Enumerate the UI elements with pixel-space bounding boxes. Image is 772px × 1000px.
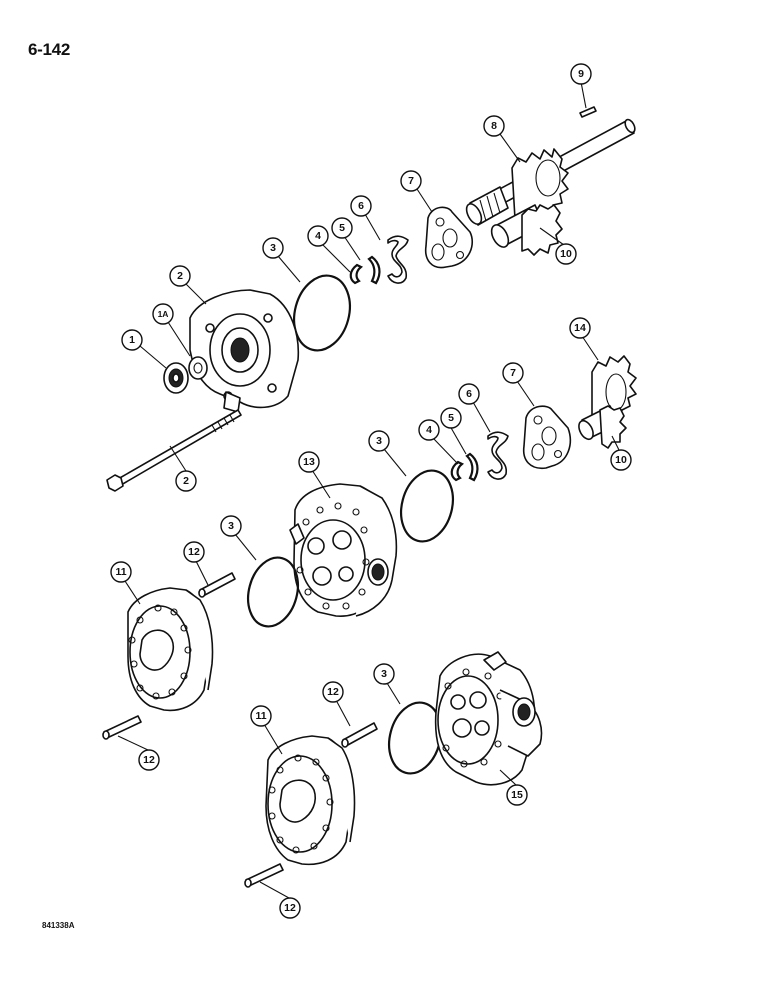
seal-6-upper-part	[367, 255, 381, 285]
key-part	[579, 106, 597, 118]
callout-label: 11	[255, 710, 266, 722]
callout-label: 9	[578, 68, 584, 80]
callout-6-upper: 5	[331, 217, 353, 239]
callout-label: 4	[315, 230, 321, 242]
callout-label: 15	[511, 789, 523, 801]
callout-1a: 1A	[152, 303, 174, 325]
callout-label: 6	[358, 200, 364, 212]
bearing-part	[163, 362, 189, 394]
callout-8-lower: 7	[502, 362, 524, 384]
idler-gear-part	[591, 355, 637, 423]
leader-lines	[117, 81, 620, 899]
callout-11-lower: 10	[610, 449, 632, 471]
callout-7-upper: 6	[350, 195, 372, 217]
gear-housing-lower-part	[265, 735, 356, 866]
callout-3: 2	[169, 265, 191, 287]
callout-7-lower: 6	[458, 383, 480, 405]
callout-9: 8	[483, 115, 505, 137]
callout-8-upper: 7	[400, 170, 422, 192]
dowel-pin-upper-left-part	[198, 572, 236, 598]
callout-label: 10	[615, 454, 627, 466]
callout-label: 6	[466, 388, 472, 400]
callout-label: 3	[381, 668, 387, 680]
o-ring-middle-part	[400, 469, 454, 543]
callout-label: 10	[560, 248, 572, 260]
callout-5-upper: 4	[307, 225, 329, 247]
seal-lower-part	[487, 431, 509, 480]
washer-part	[188, 356, 208, 380]
callout-label: 7	[510, 367, 516, 379]
idler-gear-lower-part	[578, 405, 627, 449]
callout-label: 11	[115, 566, 126, 578]
wear-plate-upper-part	[424, 206, 474, 269]
callout-5-lower: 4	[418, 419, 440, 441]
callout-label: 12	[327, 686, 339, 698]
callout-10: 9	[570, 63, 592, 85]
callout-12-left: 11	[110, 561, 132, 583]
callout-label: 5	[339, 222, 345, 234]
callout-4-lower: 3	[373, 663, 395, 685]
callout-13-bottom: 12	[279, 897, 301, 919]
callout-4-left: 3	[220, 515, 242, 537]
callout-2: 2	[175, 470, 197, 492]
callout-label: 2	[183, 475, 189, 487]
callout-label: 12	[284, 902, 296, 914]
callout-4-middle: 3	[368, 430, 390, 452]
callout-11-upper: 10	[555, 243, 577, 265]
dowel-pin-bottom-part	[244, 863, 284, 888]
callout-label: 3	[270, 242, 276, 254]
callout-16: 15	[506, 784, 528, 806]
seal-upper-part	[387, 235, 409, 284]
dowel-pin-lower-left-part	[102, 715, 142, 740]
wear-plate-lower-part	[522, 405, 572, 470]
callout-13-lower-right: 12	[322, 681, 344, 703]
callout-13-lower-left: 12	[138, 749, 160, 771]
seal-5-upper-part	[349, 263, 364, 285]
callout-6-lower: 5	[440, 407, 462, 429]
callout-label: 14	[574, 322, 586, 334]
flange-housing-part	[189, 289, 300, 413]
callout-label: 13	[303, 456, 315, 468]
o-ring-upper-part	[293, 274, 351, 352]
callout-label: 5	[448, 412, 454, 424]
callout-label: 12	[188, 546, 200, 558]
seal-5-lower-part	[450, 460, 465, 482]
callout-label: 1A	[158, 309, 169, 319]
callout-label: 4	[426, 424, 432, 436]
callout-4-upper: 3	[262, 237, 284, 259]
o-ring-left-part	[247, 556, 299, 628]
callout-label: 1	[129, 334, 135, 346]
callout-label: 3	[376, 435, 382, 447]
callout-label: 8	[491, 120, 497, 132]
end-cover-part	[434, 651, 543, 786]
callout-12-lower: 11	[250, 705, 272, 727]
callout-13-upper-left: 12	[183, 541, 205, 563]
gear-housing-part	[289, 483, 398, 617]
callout-label: 12	[143, 754, 155, 766]
figure-code: 841338A	[42, 921, 75, 930]
callout-14: 13	[298, 451, 320, 473]
callout-15: 14	[569, 317, 591, 339]
dowel-pin-lower-right-part	[341, 722, 378, 748]
seal-6-lower-part	[465, 452, 479, 482]
callout-label: 2	[177, 270, 183, 282]
bolt-part	[106, 409, 242, 492]
callout-label: 7	[408, 175, 414, 187]
callout-label: 3	[228, 520, 234, 532]
callout-1: 1	[121, 329, 143, 351]
page-number: 6-142	[28, 40, 70, 59]
gear-housing-left-part	[127, 587, 214, 712]
